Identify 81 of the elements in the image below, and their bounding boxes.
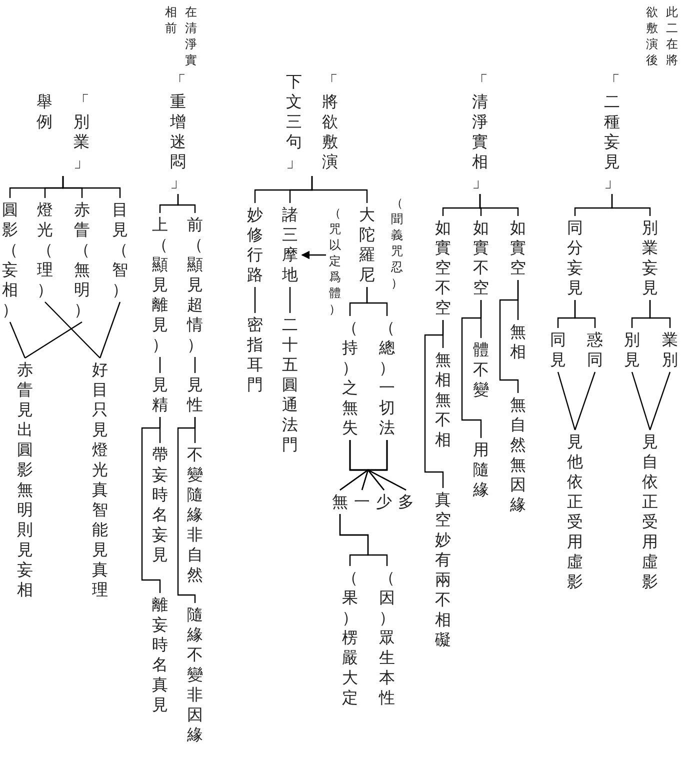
outline-item: 密指耳門	[246, 315, 264, 395]
outline-item: 一	[353, 492, 371, 512]
outline-item: 用隨緣	[472, 440, 490, 500]
outline-item: 目見（智）	[111, 200, 129, 300]
outline-item: 燈光（理）	[36, 200, 54, 300]
connector-line	[442, 194, 481, 216]
outline-item: 離妄時名真見	[151, 595, 169, 715]
outline-item: 同見	[549, 330, 567, 370]
connector-line	[194, 357, 196, 373]
connector-line	[159, 194, 179, 213]
connector-line	[141, 417, 161, 593]
outline-item: 前（顯見超情）	[186, 215, 204, 355]
connector-line	[24, 322, 82, 358]
connector-line	[44, 302, 100, 358]
outline-item: 惑同	[586, 330, 604, 370]
outline-item: 「別業」舉例	[36, 92, 90, 173]
outline-item: 無相無不相	[434, 350, 452, 450]
connector-line	[289, 287, 291, 313]
side-note: （咒以定爲體）	[328, 205, 342, 317]
outline-item: 「重增迷悶」	[169, 72, 187, 192]
outline-item: 妙修行路	[246, 205, 264, 285]
outline-item: 無	[331, 492, 349, 512]
outline-item: 大陀羅尼	[358, 205, 376, 285]
outline-item: （持）之無失	[341, 318, 359, 438]
outline-item: 「將欲敷演下文三句」	[285, 72, 339, 173]
connector-line	[557, 300, 576, 328]
connector-line	[177, 417, 196, 603]
outline-item: 赤眚（無明）	[73, 200, 91, 320]
side-note: 在清淨實相前	[164, 4, 198, 69]
outline-item: 上（顯見離見）	[151, 215, 169, 355]
outline-item: 「二種妄見」	[603, 72, 621, 192]
connector-line	[99, 302, 121, 358]
outline-item: 不變隨緣非自然	[186, 445, 204, 585]
outline-item: 別業妄見	[641, 218, 659, 298]
outline-item: 如實空不空	[434, 218, 452, 318]
outline-item: 隨緣不變非因緣	[186, 605, 204, 745]
outline-item: （總）一切法	[378, 318, 396, 438]
outline-item: 如實不空	[472, 218, 490, 298]
connector-line	[9, 322, 26, 358]
outline-item: 同分妄見	[566, 218, 584, 298]
outline-item: 圓影（妄相）	[1, 200, 19, 320]
outline-item: 少	[375, 492, 393, 512]
connector-line	[557, 372, 576, 430]
outline-item: 體不變	[472, 340, 490, 400]
connector-line	[349, 287, 368, 316]
outline-item: 多	[397, 492, 415, 512]
outline-item: 如實空	[509, 218, 527, 278]
outline-item: 別見	[623, 330, 641, 370]
connector-line	[631, 372, 651, 430]
outline-item: 見精	[151, 375, 169, 415]
connector-line	[631, 300, 651, 328]
side-note: （聞義咒忍）	[390, 195, 404, 292]
outline-item: 業別	[661, 330, 679, 370]
outline-item: 見自依正受用虛影	[641, 432, 659, 592]
connector-line	[254, 176, 313, 203]
connector-line	[461, 300, 482, 438]
connector-line	[349, 440, 406, 491]
outline-item: 無相	[509, 322, 527, 362]
connector-line	[424, 320, 444, 488]
outline-item: 諸三摩地	[281, 205, 299, 285]
outline-item: 二十五圓通法門	[281, 315, 299, 455]
outline-item: 「清淨實相」	[471, 72, 489, 192]
connector-line	[254, 287, 256, 313]
outline-item: 帶妄時名妄見	[151, 445, 169, 565]
outline-item: 無自然無因緣	[509, 395, 527, 515]
connector-line	[339, 514, 369, 566]
outline-item: （因）眾生本性	[378, 568, 396, 708]
outline-item: 真空妙有兩不相礙	[434, 490, 452, 650]
connector-line	[159, 357, 161, 373]
outline-item: 好目只見燈光真智能見真理	[91, 360, 109, 600]
arrow	[301, 250, 326, 260]
connector-line	[574, 372, 596, 430]
outline-item: 見性	[186, 375, 204, 415]
connector-line	[9, 176, 64, 198]
connector-line	[649, 372, 671, 430]
connector-line	[574, 194, 613, 216]
outline-item: （果）楞嚴大定	[341, 568, 359, 708]
outline-item: 見他依正受用虛影	[566, 432, 584, 592]
outline-item: 赤眚見出圓影無明則見妄相	[16, 360, 34, 600]
side-note: 此二在將欲敷演後	[645, 4, 679, 69]
connector-line	[499, 280, 519, 393]
